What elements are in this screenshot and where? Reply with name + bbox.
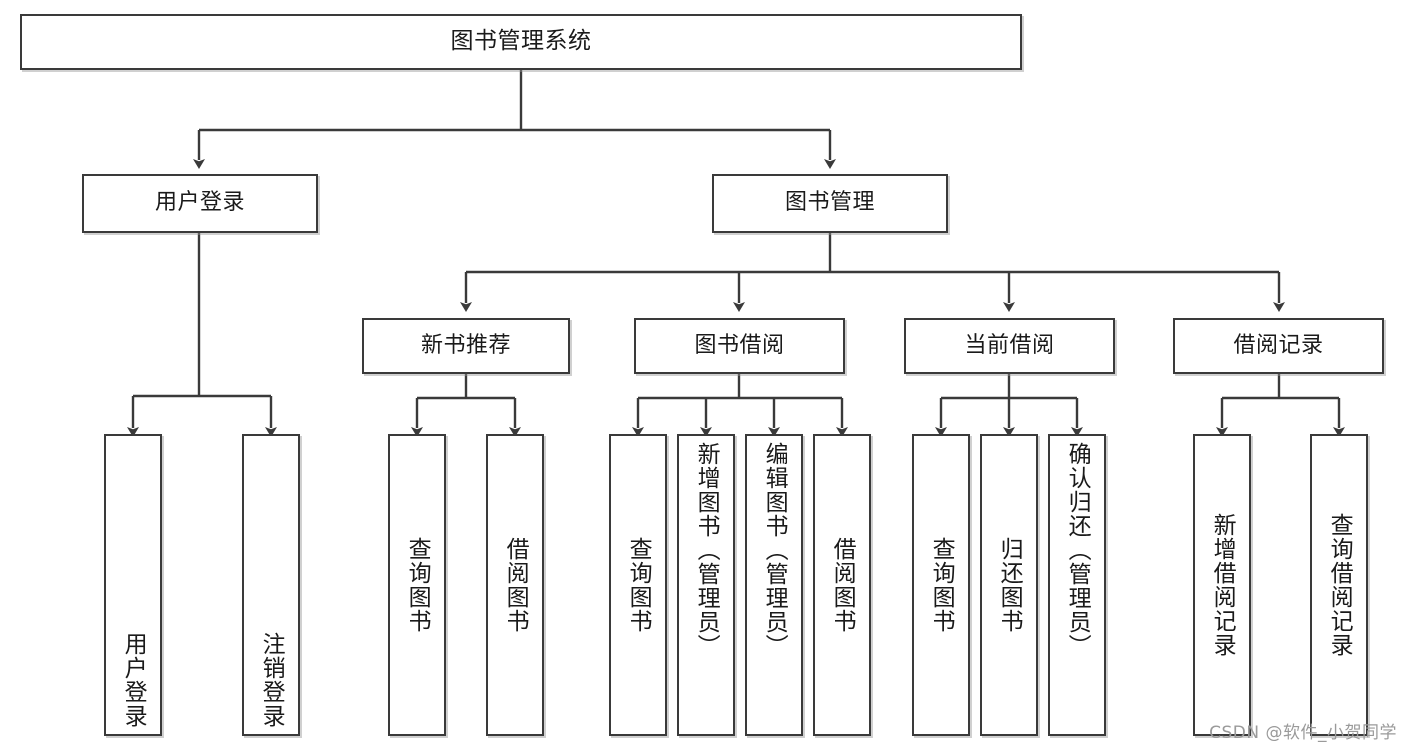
leaf-borrow-book-rec[interactable]: 借阅图书 — [486, 434, 544, 736]
leaf-query-book-current[interactable]: 查询图书 — [912, 434, 970, 736]
node-label: 借阅图书 — [502, 537, 529, 633]
node-label: 图书管理 — [784, 190, 875, 216]
csdn-watermark: CSDN @软件_小贺同学 — [1209, 723, 1397, 743]
node-borrow-record[interactable]: 借阅记录 — [1173, 318, 1384, 374]
leaf-query-borrow-record[interactable]: 查询借阅记录 — [1310, 434, 1368, 736]
node-current-borrow[interactable]: 当前借阅 — [904, 318, 1115, 374]
leaf-edit-book[interactable]: 编辑图书（管理员） — [745, 434, 803, 736]
node-label: 归还图书 — [996, 537, 1023, 633]
leaf-confirm-return[interactable]: 确认归还（管理员） — [1048, 434, 1106, 736]
node-root-system[interactable]: 图书管理系统 — [20, 14, 1022, 70]
leaf-borrow-book[interactable]: 借阅图书 — [813, 434, 871, 736]
node-label: 查询图书 — [404, 537, 431, 633]
leaf-query-book-rec[interactable]: 查询图书 — [388, 434, 446, 736]
node-label: 新增借阅记录 — [1209, 513, 1236, 657]
node-book-borrow[interactable]: 图书借阅 — [634, 318, 845, 374]
node-label: 查询图书 — [928, 537, 955, 633]
node-label: 图书借阅 — [694, 332, 785, 358]
leaf-add-book[interactable]: 新增图书（管理员） — [677, 434, 735, 736]
node-label: 借阅记录 — [1233, 332, 1324, 358]
node-label: 新书推荐 — [420, 332, 511, 358]
node-label: 编辑图书（管理员） — [761, 442, 788, 658]
node-label: 用户登录 — [120, 632, 147, 728]
node-user-login[interactable]: 用户登录 — [82, 174, 318, 233]
leaf-return-book[interactable]: 归还图书 — [980, 434, 1038, 736]
node-label: 确认归还（管理员） — [1064, 442, 1091, 658]
node-label: 图书管理系统 — [450, 28, 592, 55]
node-new-book-recommend[interactable]: 新书推荐 — [362, 318, 570, 374]
leaf-add-borrow-record[interactable]: 新增借阅记录 — [1193, 434, 1251, 736]
node-label: 查询借阅记录 — [1326, 513, 1353, 657]
leaf-logout-login[interactable]: 注销登录 — [242, 434, 300, 736]
node-label: 新增图书（管理员） — [693, 442, 720, 658]
node-label: 用户登录 — [154, 190, 245, 216]
node-label: 查询图书 — [625, 537, 652, 633]
leaf-query-book-borrow[interactable]: 查询图书 — [609, 434, 667, 736]
node-label: 注销登录 — [258, 632, 285, 728]
leaf-user-login[interactable]: 用户登录 — [104, 434, 162, 736]
node-book-manage[interactable]: 图书管理 — [712, 174, 948, 233]
node-label: 借阅图书 — [829, 537, 856, 633]
node-label: 当前借阅 — [964, 332, 1055, 358]
